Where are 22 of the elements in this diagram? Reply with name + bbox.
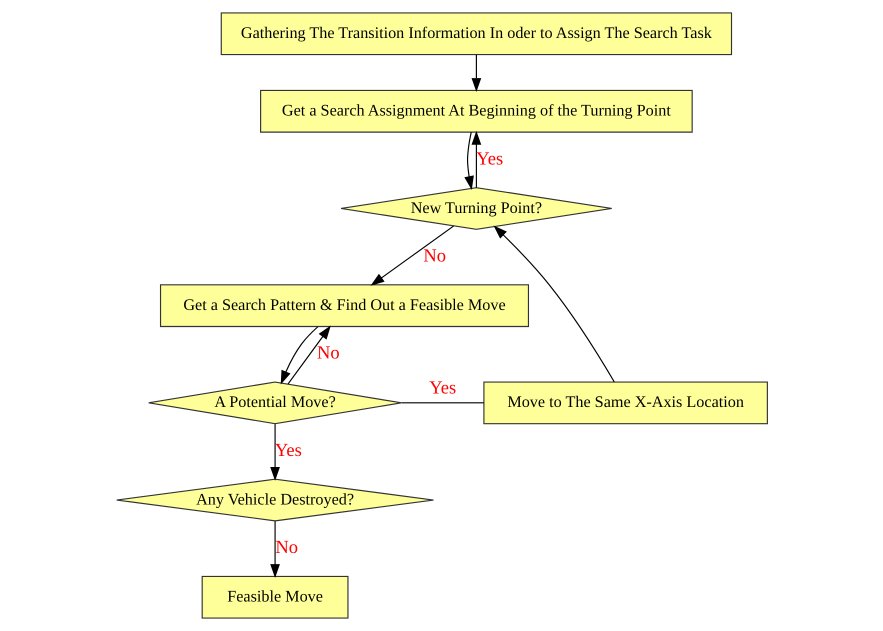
node-box: Move to The Same X-Axis Location bbox=[482, 381, 768, 424]
node-box: Get a Search Pattern & Find Out a Feasible Move bbox=[159, 284, 529, 328]
arrow bbox=[471, 130, 481, 188]
arrow bbox=[370, 225, 454, 286]
connector bbox=[401, 402, 484, 404]
arrow bbox=[493, 225, 614, 382]
arrow bbox=[280, 326, 318, 384]
edge-label: No bbox=[274, 538, 298, 558]
node-diamond: New Turning Point? bbox=[340, 187, 612, 230]
node-diamond: Any Vehicle Destroyed? bbox=[116, 478, 434, 522]
arrow bbox=[471, 54, 481, 92]
node-diamond: A Potential Move? bbox=[148, 381, 402, 424]
node-box: Gathering The Transition Information In oder to Assign The Search Task bbox=[220, 12, 732, 56]
node-box: Feasible Move bbox=[201, 576, 348, 619]
edge-label: No bbox=[422, 246, 446, 266]
edge-label: Yes bbox=[428, 378, 456, 398]
arrow bbox=[287, 326, 330, 384]
edge-label: No bbox=[316, 344, 340, 364]
arrow bbox=[270, 424, 280, 481]
node-box: Get a Search Assignment At Beginning of the Turning Point bbox=[260, 90, 692, 133]
arrow bbox=[464, 132, 474, 190]
arrow bbox=[270, 521, 280, 578]
